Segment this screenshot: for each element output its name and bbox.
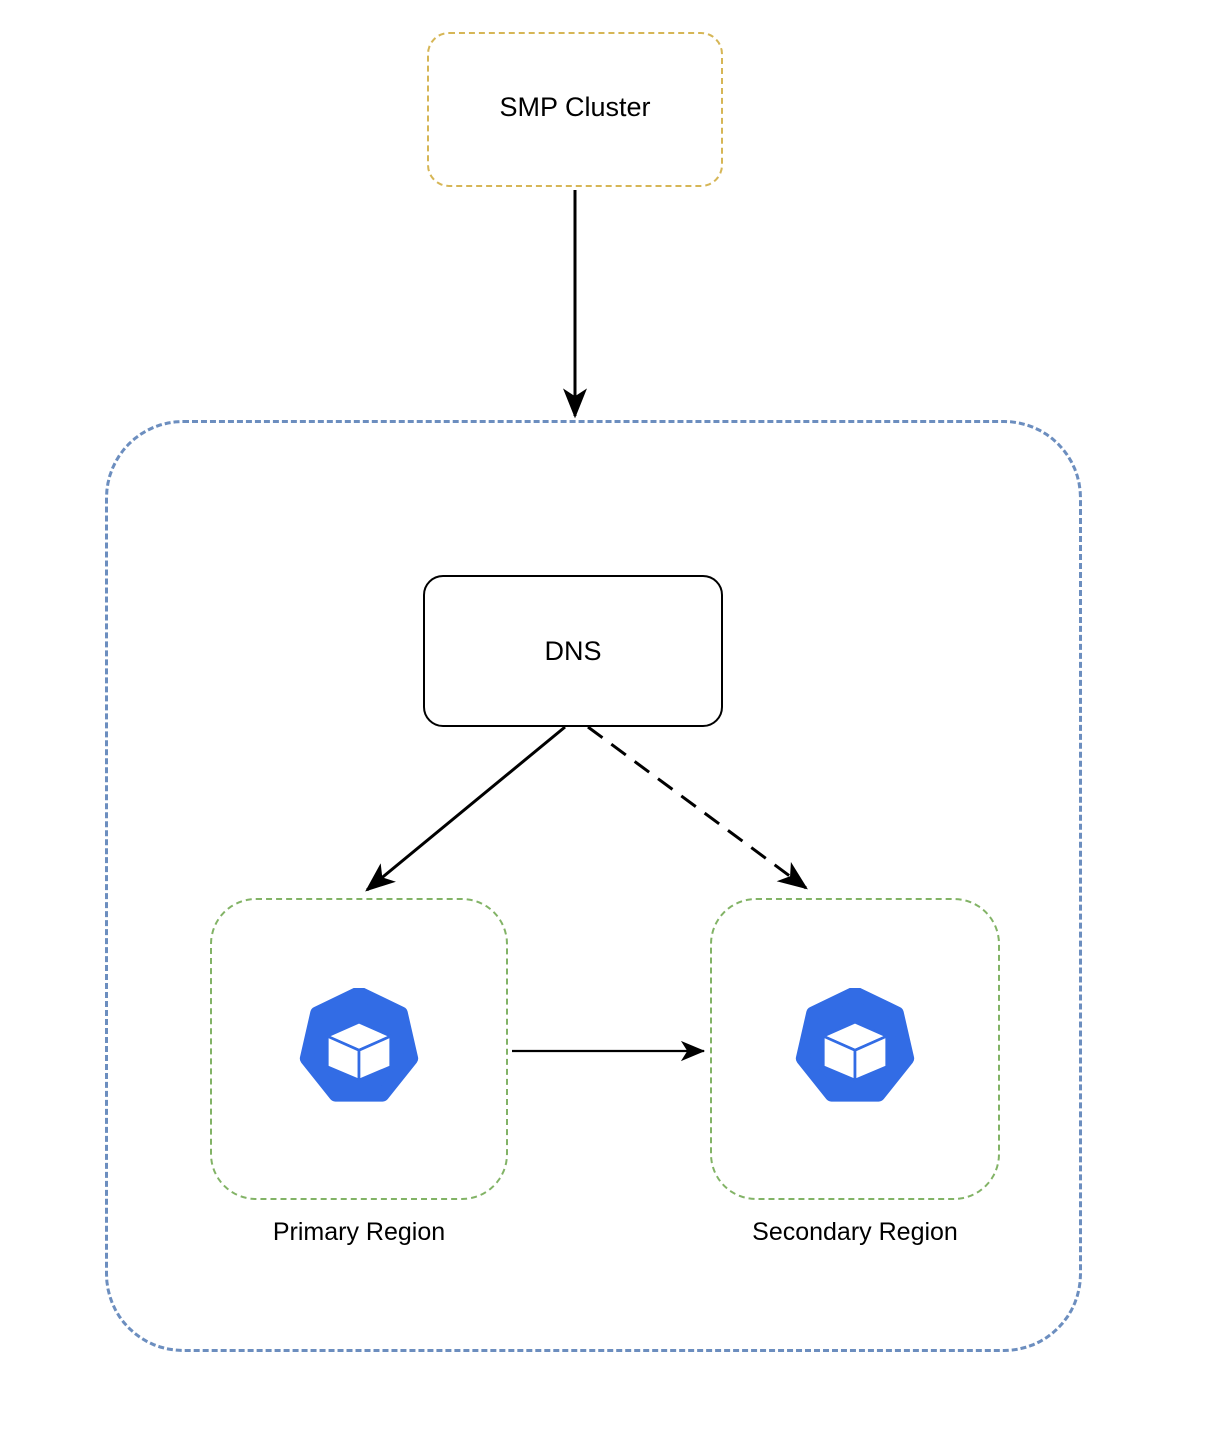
- kubernetes-icon: [794, 986, 916, 1110]
- global-infrastructure-container[interactable]: [105, 420, 1082, 1352]
- smp-cluster-label: SMP Cluster: [499, 92, 651, 122]
- kubernetes-icon: [298, 986, 420, 1110]
- secondary-region-node[interactable]: [710, 898, 1000, 1200]
- primary-region-node[interactable]: [210, 898, 508, 1200]
- primary-region-label: Primary Region: [272, 1218, 446, 1246]
- smp-cluster-node[interactable]: SMP Cluster: [427, 32, 723, 187]
- secondary-region-label: Secondary Region: [752, 1218, 958, 1246]
- dns-label: DNS: [544, 636, 602, 666]
- dns-node[interactable]: DNS: [423, 575, 723, 727]
